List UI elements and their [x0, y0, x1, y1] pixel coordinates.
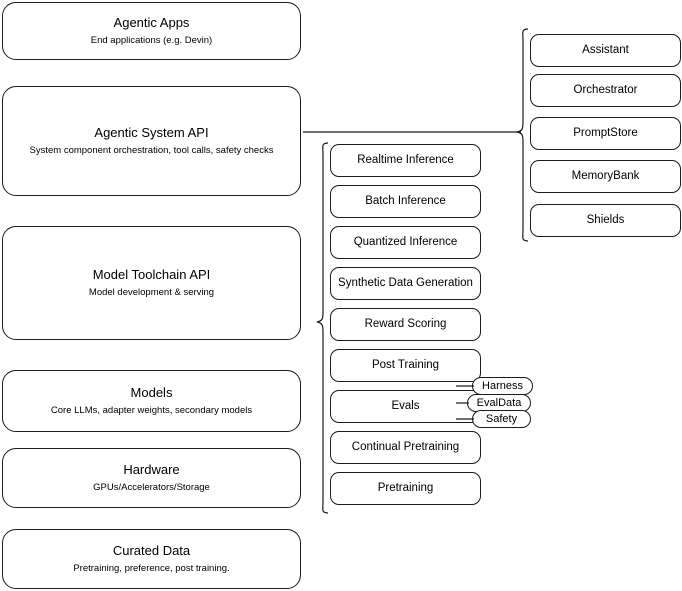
eval-tag-safety[interactable]: Safety [472, 410, 531, 428]
chip-label: Synthetic Data Generation [338, 277, 473, 290]
brace-toolchain-components [316, 142, 329, 514]
layer-curated-data[interactable]: Curated Data Pretraining, preference, po… [2, 529, 301, 589]
layer-subtitle: Pretraining, preference, post training. [73, 563, 230, 575]
chip-label: Pretraining [377, 482, 434, 495]
system-component-orchestrator[interactable]: Orchestrator [530, 74, 681, 107]
layer-subtitle: System component orchestration, tool cal… [29, 145, 274, 157]
toolchain-component-evals[interactable]: Evals [330, 390, 481, 423]
toolchain-component-post-training[interactable]: Post Training [330, 349, 481, 382]
toolchain-component-reward-scoring[interactable]: Reward Scoring [330, 308, 481, 341]
system-component-shields[interactable]: Shields [530, 204, 681, 237]
chip-label: Realtime Inference [357, 154, 454, 167]
chip-label: Continual Pretraining [351, 441, 460, 454]
layer-subtitle: Core LLMs, adapter weights, secondary mo… [50, 405, 253, 417]
chip-label: Evals [391, 400, 420, 413]
chip-label: MemoryBank [571, 170, 640, 183]
layer-title: Agentic System API [94, 124, 209, 140]
layer-title: Model Toolchain API [92, 266, 211, 282]
brace-system-components [516, 28, 529, 242]
layer-models[interactable]: Models Core LLMs, adapter weights, secon… [2, 370, 301, 432]
layer-title: Hardware [123, 461, 180, 477]
layer-subtitle: Model development & serving [88, 287, 215, 299]
chip-label: PromptStore [573, 127, 638, 140]
layer-subtitle: End applications (e.g. Devin) [90, 35, 213, 47]
layer-hardware[interactable]: Hardware GPUs/Accelerators/Storage [2, 448, 301, 508]
layer-title: Agentic Apps [113, 14, 190, 30]
chip-label: Orchestrator [573, 84, 638, 97]
chip-label: Shields [586, 214, 625, 227]
pill-label: Harness [482, 380, 523, 392]
chip-label: Post Training [371, 359, 440, 372]
layer-agentic-system-api[interactable]: Agentic System API System component orch… [2, 86, 301, 196]
pill-label: Safety [485, 413, 518, 425]
layer-subtitle: GPUs/Accelerators/Storage [93, 482, 210, 494]
toolchain-component-pretraining[interactable]: Pretraining [330, 472, 481, 505]
pill-label: EvalData [476, 397, 522, 409]
toolchain-component-synthetic-data-generation[interactable]: Synthetic Data Generation [330, 267, 481, 300]
layer-title: Curated Data [112, 542, 191, 558]
layer-model-toolchain-api[interactable]: Model Toolchain API Model development & … [2, 226, 301, 340]
chip-label: Assistant [582, 44, 629, 57]
layer-title: Models [130, 384, 173, 400]
chip-label: Quantized Inference [353, 236, 458, 249]
toolchain-component-continual-pretraining[interactable]: Continual Pretraining [330, 431, 481, 464]
chip-label: Reward Scoring [364, 318, 447, 331]
system-component-promptstore[interactable]: PromptStore [530, 117, 681, 150]
system-component-memorybank[interactable]: MemoryBank [530, 160, 681, 193]
chip-label: Batch Inference [365, 195, 446, 208]
system-component-assistant[interactable]: Assistant [530, 34, 681, 67]
layer-agentic-apps[interactable]: Agentic Apps End applications (e.g. Devi… [2, 2, 301, 60]
toolchain-component-realtime-inference[interactable]: Realtime Inference [330, 144, 481, 177]
eval-tag-harness[interactable]: Harness [472, 377, 533, 395]
toolchain-component-quantized-inference[interactable]: Quantized Inference [330, 226, 481, 259]
toolchain-component-batch-inference[interactable]: Batch Inference [330, 185, 481, 218]
